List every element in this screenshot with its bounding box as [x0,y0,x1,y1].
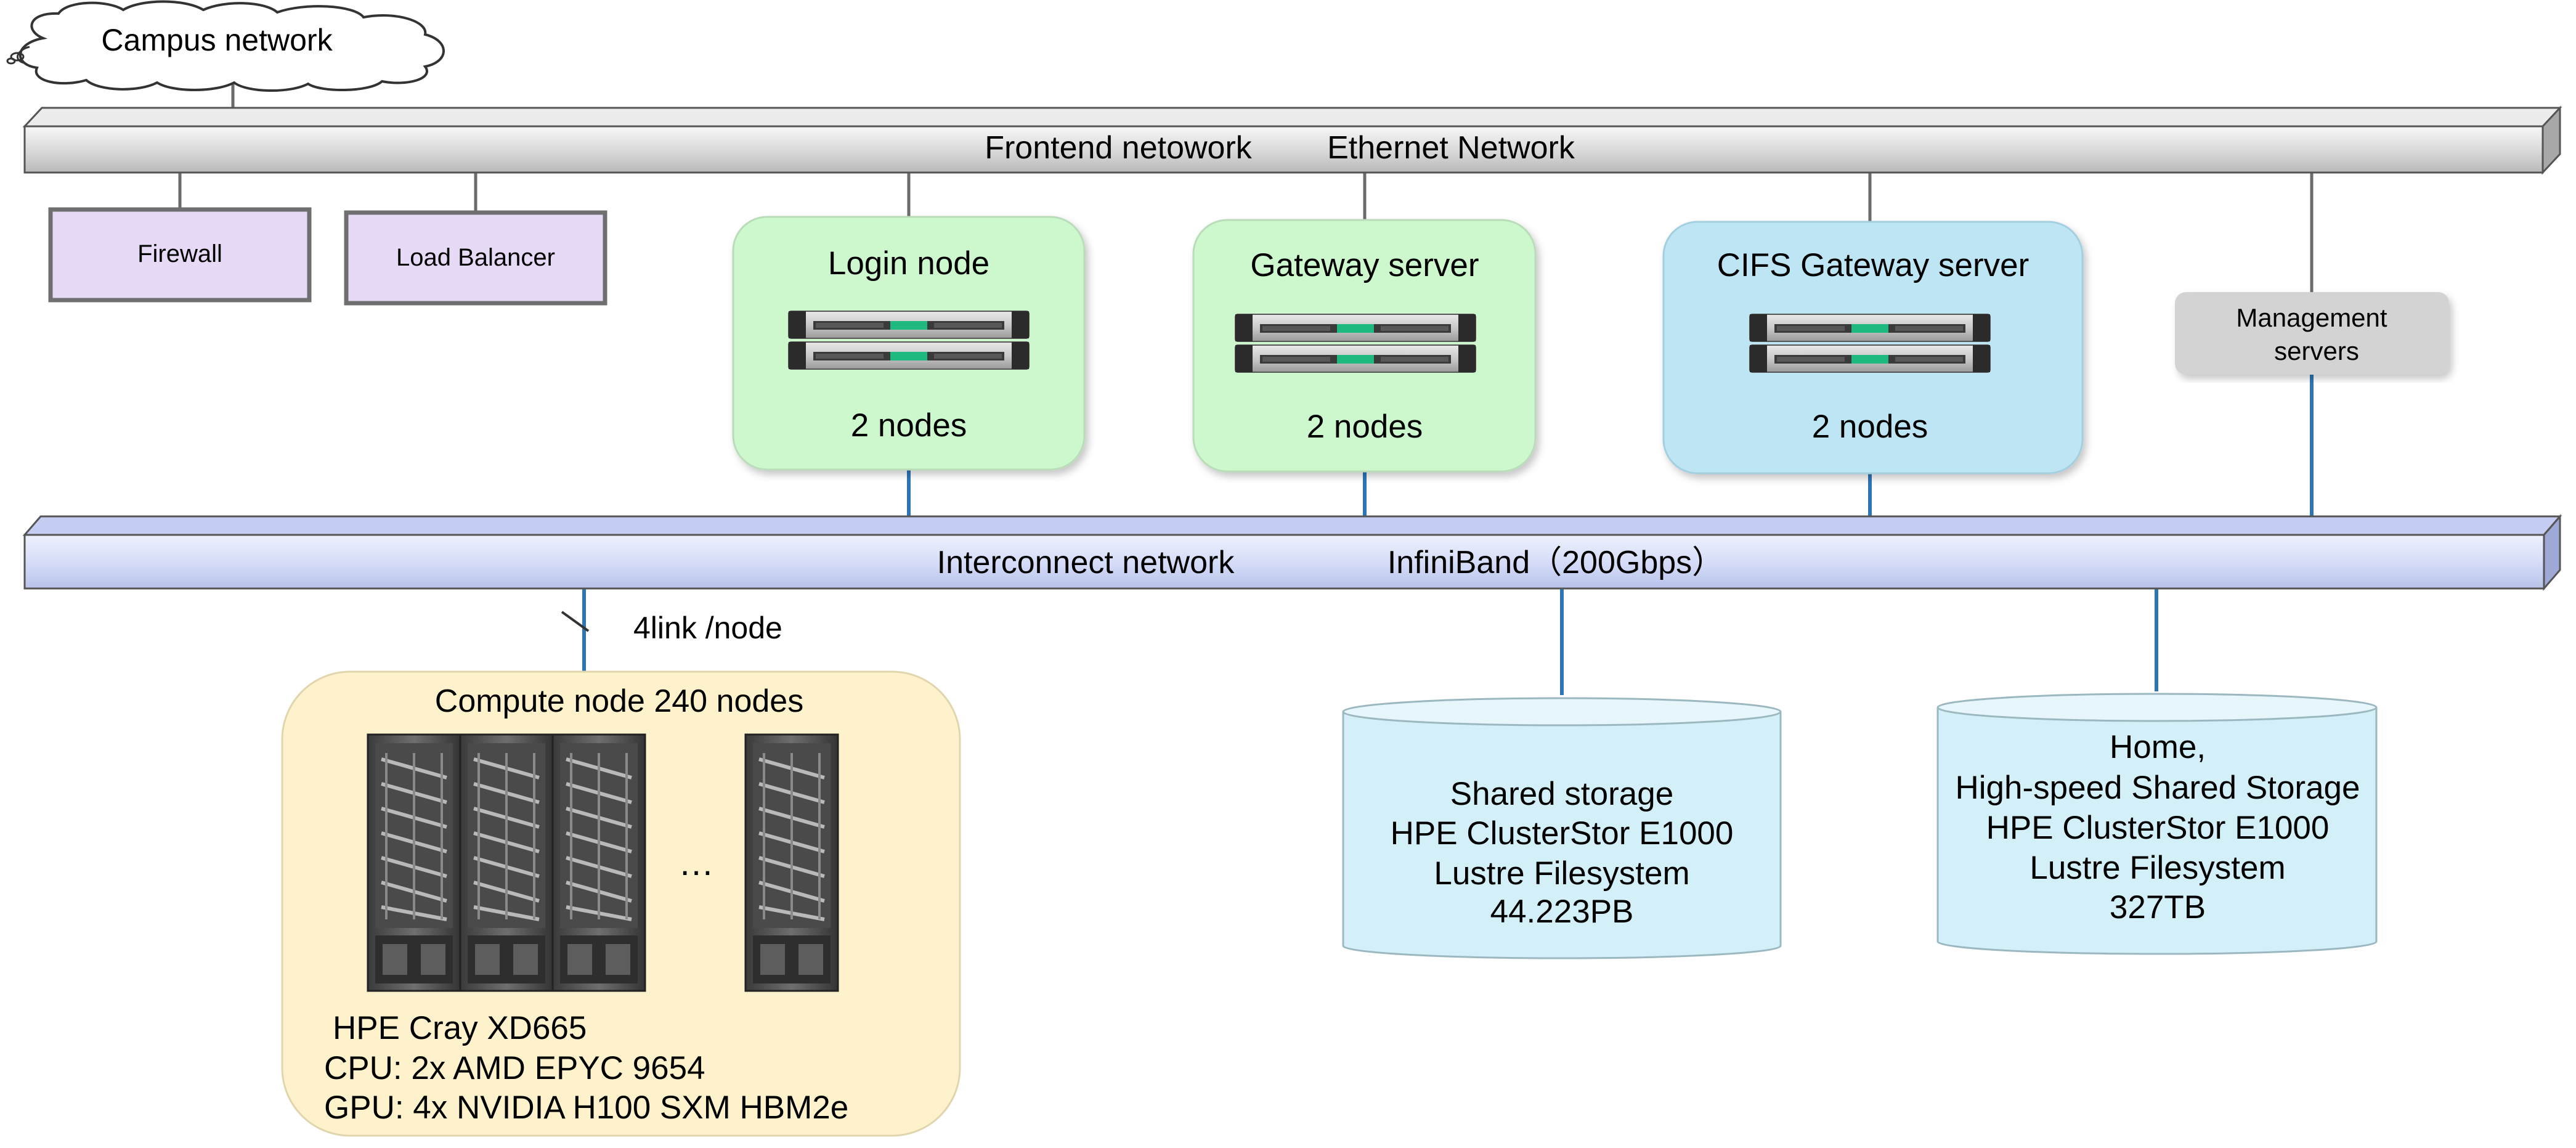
shared-storage-line3: Lustre Filesystem [1434,855,1689,892]
home-storage-line3: HPE ClusterStor E1000 [1986,810,2330,846]
home-storage-line4: Lustre Filesystem [2030,850,2285,886]
gateway-server-count: 2 nodes [1307,409,1423,445]
home-storage-line2: High-speed Shared Storage [1955,770,2360,806]
compute-spec-cpu: CPU: 2x AMD EPYC 9654 [324,1050,705,1086]
cifs-gateway-box: CIFS Gateway server 2 nodes [1662,221,2084,474]
compute-node-box: Compute node 240 nodes … HPE Cray XD665 … [281,670,961,1137]
interconnect-network-label: Interconnect network [937,545,1235,580]
shared-storage-line2: HPE ClusterStor E1000 [1391,815,1734,852]
frontend-network-bar: Frontend netowork Ethernet Network [22,105,2562,175]
compute-ellipsis: … [678,843,714,883]
frontend-network-label: Frontend netowork [985,130,1253,166]
cifs-gateway-count: 2 nodes [1812,409,1928,445]
shared-storage-line4: 44.223PB [1490,894,1634,930]
link-count-tick [561,611,590,632]
compute-rack [746,735,838,991]
compute-rack [460,735,553,991]
gateway-server-box: Gateway server 2 nodes [1192,219,1537,473]
compute-rack-images [368,735,838,991]
compute-rack [368,735,460,991]
management-line2: servers [2274,336,2359,365]
link-count-label: 4link /node [633,611,782,645]
connectors [178,83,2314,695]
shared-storage-cylinder: Shared storage HPE ClusterStor E1000 Lus… [1342,697,1782,959]
campus-network-label: Campus network [101,23,333,57]
firewall-box: Firewall [48,207,312,303]
cifs-gateway-title: CIFS Gateway server [1717,247,2030,283]
gateway-server-title: Gateway server [1250,247,1479,283]
load-balancer-label: Load Balancer [396,244,555,271]
interconnect-network-bar: Interconnect network InfiniBand（200Gbps） [22,513,2562,592]
ethernet-network-label: Ethernet Network [1327,130,1575,166]
firewall-label: Firewall [137,240,222,267]
campus-network-cloud: Campus network [6,0,445,92]
shared-storage-line1: Shared storage [1450,776,1673,812]
home-storage-line5: 327TB [2110,889,2206,926]
infiniband-label: InfiniBand（200Gbps） [1388,545,1724,580]
compute-spec-model: HPE Cray XD665 [333,1010,587,1046]
compute-rack [553,735,645,991]
management-servers-box: Management servers [2175,292,2449,375]
compute-node-title: Compute node 240 nodes [435,683,803,719]
login-node-box: Login node 2 nodes [732,216,1086,471]
compute-spec-gpu: GPU: 4x NVIDIA H100 SXM HBM2e [324,1089,848,1126]
login-node-count: 2 nodes [851,407,967,444]
load-balancer-box: Load Balancer [344,210,607,306]
management-line1: Management [2236,303,2387,332]
home-storage-line1: Home, [2110,729,2206,765]
home-storage-cylinder: Home, High-speed Shared Storage HPE Clus… [1936,693,2378,955]
login-node-title: Login node [828,245,989,282]
